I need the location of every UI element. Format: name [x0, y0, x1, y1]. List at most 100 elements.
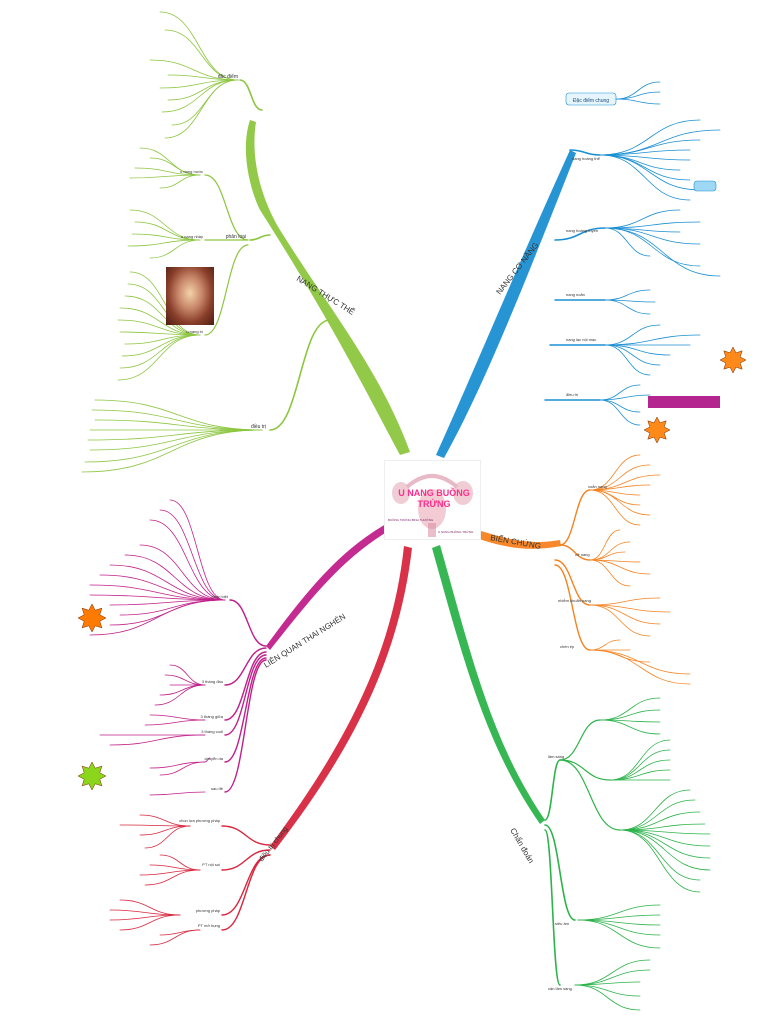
ntt-leaf-dieu-tri — [81, 429, 263, 473]
cd-leaf-can-lam-sang — [574, 984, 641, 997]
lq-leaf-phan-biet — [159, 509, 226, 601]
lq-node-sau-de[interactable]: sau đẻ — [211, 786, 224, 791]
ncn-leaf-lac-noi-mac — [604, 344, 671, 356]
branch-lines-layer — [77, 11, 747, 1011]
ncn-star-phau-thuat-1[interactable] — [719, 346, 747, 374]
branch-label-chan-doan[interactable]: Chẩn đoán — [508, 827, 535, 865]
ntt-node-dac-diem[interactable]: đặc điểm — [218, 73, 238, 80]
bc-leaf-xoan — [589, 454, 641, 491]
ntt-leaf-dac-diem — [164, 29, 239, 81]
cd-leaf-can-lam-sang — [574, 959, 651, 986]
lq-leaf-phan-biet — [139, 544, 226, 601]
specimen-photo — [166, 267, 214, 325]
bc-leaf-chen-ep — [589, 649, 651, 663]
ntt-branch-dieu-tri — [269, 319, 331, 431]
center-title-line1: U NANG BUỒNG — [398, 488, 470, 498]
ncn-leaf-hoang-the — [599, 119, 701, 156]
cd-branch-lam-sang — [544, 759, 561, 821]
cd-node-lam-sang[interactable]: lâm sàng — [548, 754, 564, 759]
trunk-nang-thuc-the — [245, 120, 410, 455]
lq-star-xu-tri[interactable] — [77, 761, 107, 791]
ncn-star-phau-thuat-2[interactable] — [643, 416, 671, 444]
trunk-chan-doan — [432, 545, 545, 824]
lq-leaf-sau-de — [149, 791, 206, 796]
ncn-leaf-nang-bong-tuyen — [604, 227, 701, 245]
cd-node-sieu-am[interactable]: siêu âm — [555, 921, 570, 926]
ncn-leaf-nang-bong-tuyen — [604, 227, 651, 257]
ncn-leaf-hoang-the — [599, 154, 701, 191]
dt-branch-phuong-phap — [221, 854, 271, 916]
bc-node-chen-ep[interactable]: chèn ép — [560, 644, 575, 649]
ntt-leaf-u-nang-bi — [121, 334, 201, 357]
cd-sub-2 — [559, 759, 611, 781]
bc-node-xoan[interactable]: xoắn nang — [588, 484, 607, 489]
ntt-leaf-dac-diem — [159, 11, 239, 81]
lq-node-chuyen-da[interactable]: chuyển dạ — [205, 756, 224, 761]
bc-branch-vo-nang — [559, 544, 591, 561]
lq-branch-3-thang-dau — [224, 647, 267, 686]
branch-label-bien-chung[interactable]: BIẾN CHỨNG — [490, 532, 542, 551]
cd-node-can-lam-sang[interactable]: cận lâm sàng — [548, 986, 572, 991]
cd-branch-sieu-am — [544, 824, 576, 921]
cd-sub-1 — [559, 719, 601, 761]
ntt-node-phan-loai[interactable]: phân loại — [226, 234, 246, 240]
ncn-leaf-hoang-the — [599, 139, 701, 156]
lq-node-phan-biet[interactable]: phân biệt — [212, 594, 229, 599]
ncn-leaf-lac-noi-mac — [604, 344, 651, 376]
lq-star-nguy-co[interactable] — [77, 603, 107, 633]
bc-leaf-vo-nang — [589, 559, 651, 575]
ntt-node-u-nang-bi[interactable]: u nang bì — [186, 329, 203, 334]
ntt-node-u-nang-nhay[interactable]: u nang nhầy — [181, 234, 203, 239]
ncn-highlight-box[interactable] — [648, 396, 720, 408]
bc-leaf-xoan — [589, 489, 641, 526]
ncn-node-noan-nang[interactable]: nang noãn — [566, 292, 585, 297]
center-topic[interactable] — [384, 460, 481, 540]
trunk-bien-chung — [476, 530, 561, 549]
ncn-branch-hoang-the — [569, 149, 601, 156]
ncn-node-hoang-the[interactable]: nang hoàng thể — [572, 156, 601, 161]
lq-branch-phan-biet — [229, 599, 267, 647]
ntt-node-dieu-tri[interactable]: điều trị — [251, 424, 266, 430]
ncn-leaf-hoang-the — [599, 154, 691, 161]
ncn-branch-nang-bong-tuyen — [554, 227, 606, 241]
ncn-node-dac-diem-chung[interactable]: Đặc điểm chung — [573, 97, 609, 104]
ncn-node-nang-bong-tuyen[interactable]: nang hoàng tuyến — [566, 228, 598, 233]
ncn-tag-box[interactable] — [693, 180, 717, 192]
dt-branch-chon-lua — [221, 825, 271, 846]
dt-node-pt-mo-bung[interactable]: PT mở bụng — [198, 923, 220, 928]
ncn-node-dieu-tri[interactable]: điều trị — [566, 392, 578, 397]
lq-leaf-phan-biet — [124, 554, 226, 601]
ntt-leaf-u-nang-nuoc — [129, 174, 201, 179]
dt-leaf-pt-noi-soi — [159, 854, 201, 871]
dt-node-chon-lua[interactable]: chọn lựa phương pháp — [179, 818, 221, 823]
trunk-nang-co-nang — [436, 150, 576, 458]
ntt-leaf-dac-diem — [164, 79, 239, 139]
ncn-leaf-hoang-the — [599, 154, 691, 201]
ntt-leaf-dieu-tri — [94, 419, 263, 431]
bc-leaf-vo-nang — [589, 529, 621, 561]
ntt-leaf-u-nang-bi — [124, 295, 201, 336]
ncn-node-lac-noi-mac[interactable]: nang lạc nội mạc — [566, 337, 596, 342]
lq-leaf-phan-biet — [149, 519, 226, 601]
lq-node-3-thang-giua[interactable]: 3 tháng giữa — [201, 714, 224, 719]
dt-node-pt-noi-soi[interactable]: PT nội soi — [202, 862, 220, 867]
bc-node-nhiem-khuan[interactable]: nhiễm khuẩn nang — [558, 598, 591, 603]
bc-leaf-nhiem-khuan — [589, 604, 651, 637]
bc-node-vo-nang[interactable]: vỡ nang — [575, 552, 590, 557]
cd-leaf-lam-sang-c — [619, 829, 701, 893]
ntt-leaf-u-nang-bi — [119, 331, 201, 336]
dt-node-phuong-phap[interactable]: phương pháp — [196, 908, 221, 913]
bc-leaf-chen-ep — [589, 639, 621, 651]
ntt-node-u-nang-nuoc[interactable]: u nang nước — [180, 169, 203, 174]
lq-node-3-thang-cuoi[interactable]: 3 tháng cuối — [201, 729, 223, 734]
bc-leaf-chen-ep — [589, 649, 691, 685]
bc-branch-chen-ep — [554, 564, 591, 651]
cd-leaf-lam-sang-b — [609, 739, 671, 781]
lq-leaf-3-thang-dau — [164, 674, 206, 686]
ntt-branch-phan-loai — [249, 234, 271, 241]
lq-leaf-3-thang-dau — [154, 684, 206, 706]
dt-leaf-pt-noi-soi — [144, 869, 201, 886]
lq-node-3-thang-dau[interactable]: 3 tháng đầu — [202, 679, 223, 684]
bc-leaf-vo-nang — [589, 559, 631, 587]
uterus-illustration — [392, 474, 473, 537]
